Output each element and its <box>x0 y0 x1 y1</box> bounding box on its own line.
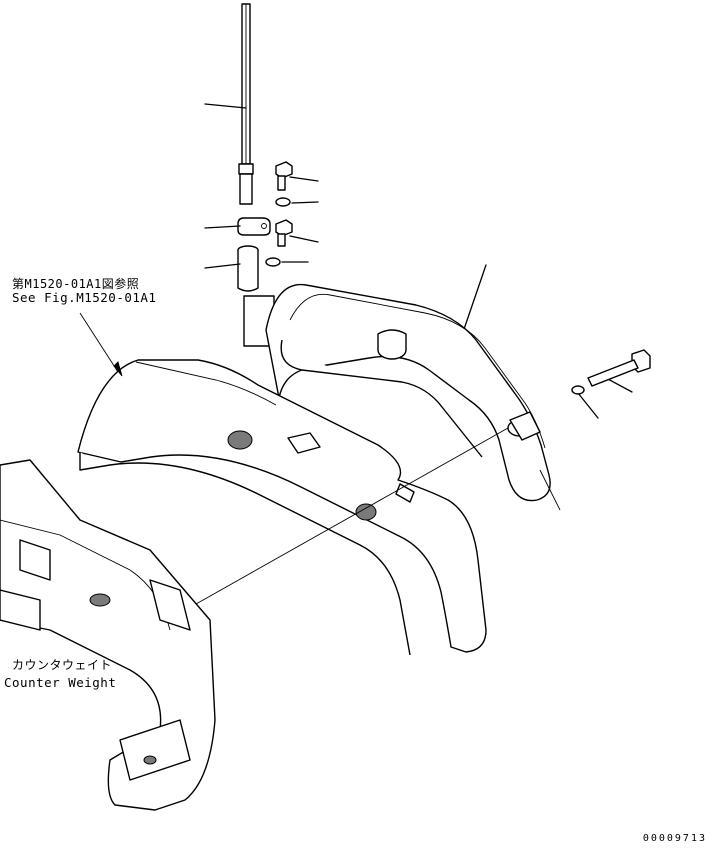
washer-upper <box>275 197 291 207</box>
rod-part <box>238 3 254 205</box>
guide-lines <box>79 312 509 605</box>
counterweight-cover <box>77 359 487 656</box>
bolt-upper <box>275 161 293 191</box>
sleeve-part <box>237 245 259 292</box>
reference-label-jp: 第M1520-01A1図参照 <box>12 277 140 291</box>
counterweight-body <box>0 459 216 811</box>
washer-right <box>571 385 585 395</box>
clamp-part <box>237 217 271 236</box>
counterweight-label-en: Counter Weight <box>4 675 117 690</box>
leader-lines <box>204 103 633 419</box>
washer-middle <box>265 257 281 267</box>
counterweight-label-jp: カウンタウェイト <box>12 658 113 672</box>
reference-label-en: See Fig.M1520-01A1 <box>12 290 157 305</box>
long-bolt <box>587 349 651 387</box>
bolt-middle <box>275 219 293 247</box>
part-number: 00009713 <box>642 833 707 844</box>
guard-bar <box>243 283 561 511</box>
